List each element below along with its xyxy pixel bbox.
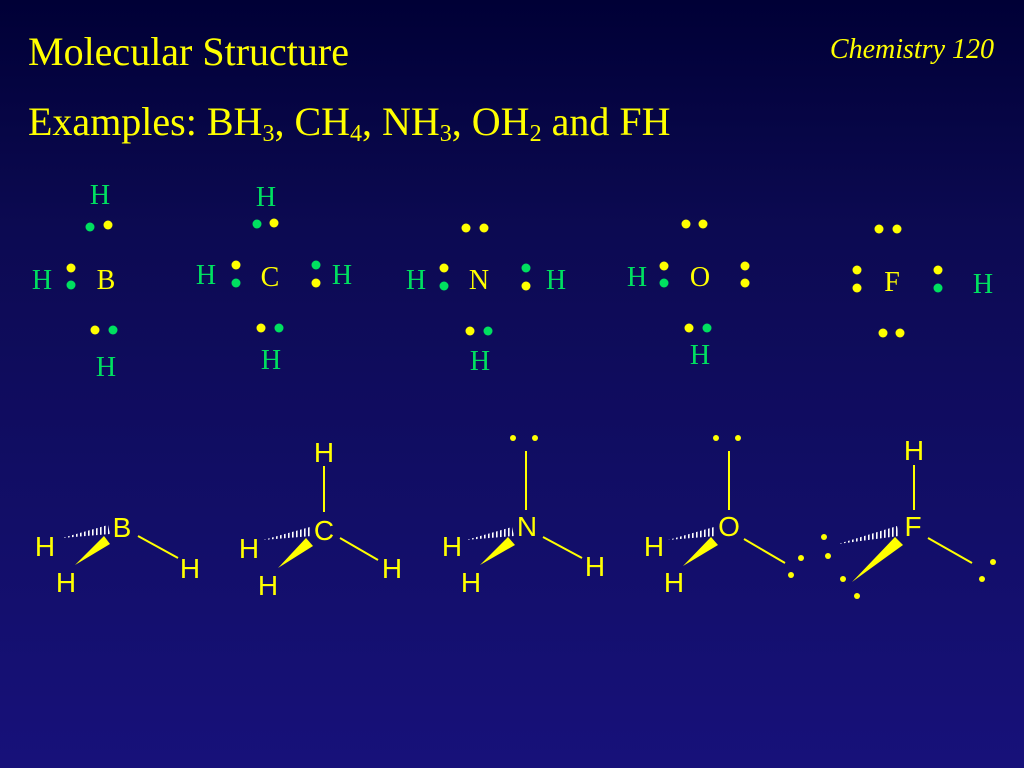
structure-fh-top-h: H [904, 435, 924, 466]
bond [542, 536, 583, 559]
lewis-ch4-center: C [261, 262, 280, 293]
structure-bh3-wedge-h: H [56, 567, 76, 598]
structure-nh3-center: N [517, 511, 537, 542]
structure-oh2: O H H [644, 435, 804, 598]
lewis-ch4-left-h: H [196, 260, 216, 291]
lewis-fh: F H [852, 224, 993, 338]
lewis-oh2: H O H [627, 219, 750, 371]
lewis-bh3-bottom-h: H [96, 352, 116, 383]
lewis-bh3-left-h: H [32, 265, 52, 296]
structure-ch4-center: C [314, 515, 334, 546]
structure-ch4: H C H H H [239, 437, 402, 601]
structure-ch4-left-h: H [239, 533, 259, 564]
formula-oh2: OH2 [471, 99, 542, 147]
lewis-ch4-right-h: H [332, 260, 352, 291]
lewis-ch4-bottom-h: H [261, 345, 281, 376]
slide-subtitle: Examples: BH3, CH4, NH3, OH2 and FH [28, 99, 671, 147]
structure-bh3-left-h: H [35, 531, 55, 562]
wedge-bond [480, 537, 515, 565]
hashed-bond [668, 527, 716, 540]
structure-ch4-wedge-h: H [258, 570, 278, 601]
wedge-bond [278, 538, 313, 568]
bond [743, 538, 786, 564]
lewis-nh3: H N H H [406, 223, 566, 377]
structure-nh3-wedge-h: H [461, 567, 481, 598]
structure-bh3-right-h: H [180, 553, 200, 584]
bond [137, 535, 179, 559]
lewis-bh3-center: B [97, 265, 116, 296]
wedge-bond [683, 537, 718, 566]
hashed-bond [263, 527, 312, 540]
hashed-bond [62, 525, 110, 538]
structure-oh2-left-h: H [644, 531, 664, 562]
bond [339, 537, 379, 561]
hashed-bond [466, 527, 514, 540]
wedge-bond [75, 536, 110, 565]
structure-oh2-wedge-h: H [664, 567, 684, 598]
slide-title: Molecular Structure [28, 29, 349, 74]
formula-bh3: BH3 [206, 99, 275, 147]
structure-nh3-left-h: H [442, 531, 462, 562]
lewis-ch4: H H C H H [196, 182, 352, 376]
lewis-nh3-left-h: H [406, 265, 426, 296]
lewis-nh3-right-h: H [546, 265, 566, 296]
lewis-oh2-left-h: H [627, 262, 647, 293]
bond [927, 537, 973, 564]
structure-bh3: B H H H [35, 512, 200, 598]
lewis-bh3-top-h: H [90, 180, 110, 211]
subtitle-prefix: Examples: [28, 99, 207, 144]
structure-ch4-top-h: H [314, 437, 334, 468]
lewis-ch4-top-h: H [256, 182, 276, 213]
structure-fh-center: F [904, 511, 921, 542]
structure-oh2-center: O [718, 511, 740, 542]
lewis-fh-right-h: H [973, 269, 993, 300]
lewis-nh3-bottom-h: H [470, 346, 490, 377]
lewis-nh3-center: N [469, 265, 489, 296]
formula-fh: FH [619, 99, 671, 144]
structure-nh3-right-h: H [585, 551, 605, 582]
structure-fh: H F [821, 435, 996, 599]
wedge-bond [852, 537, 903, 582]
course-label: Chemistry 120 [829, 34, 994, 65]
hashed-bond [838, 526, 899, 544]
lewis-oh2-bottom-h: H [690, 340, 710, 371]
structure-bh3-center: B [113, 512, 132, 543]
formula-ch4: CH4 [294, 99, 363, 147]
structure-ch4-right-h: H [382, 553, 402, 584]
formula-nh3: NH3 [382, 99, 452, 147]
lewis-oh2-center: O [690, 262, 710, 293]
lewis-fh-center: F [884, 267, 900, 298]
structure-nh3: N H H H [442, 435, 605, 598]
lewis-bh3: H H B H [32, 180, 118, 383]
